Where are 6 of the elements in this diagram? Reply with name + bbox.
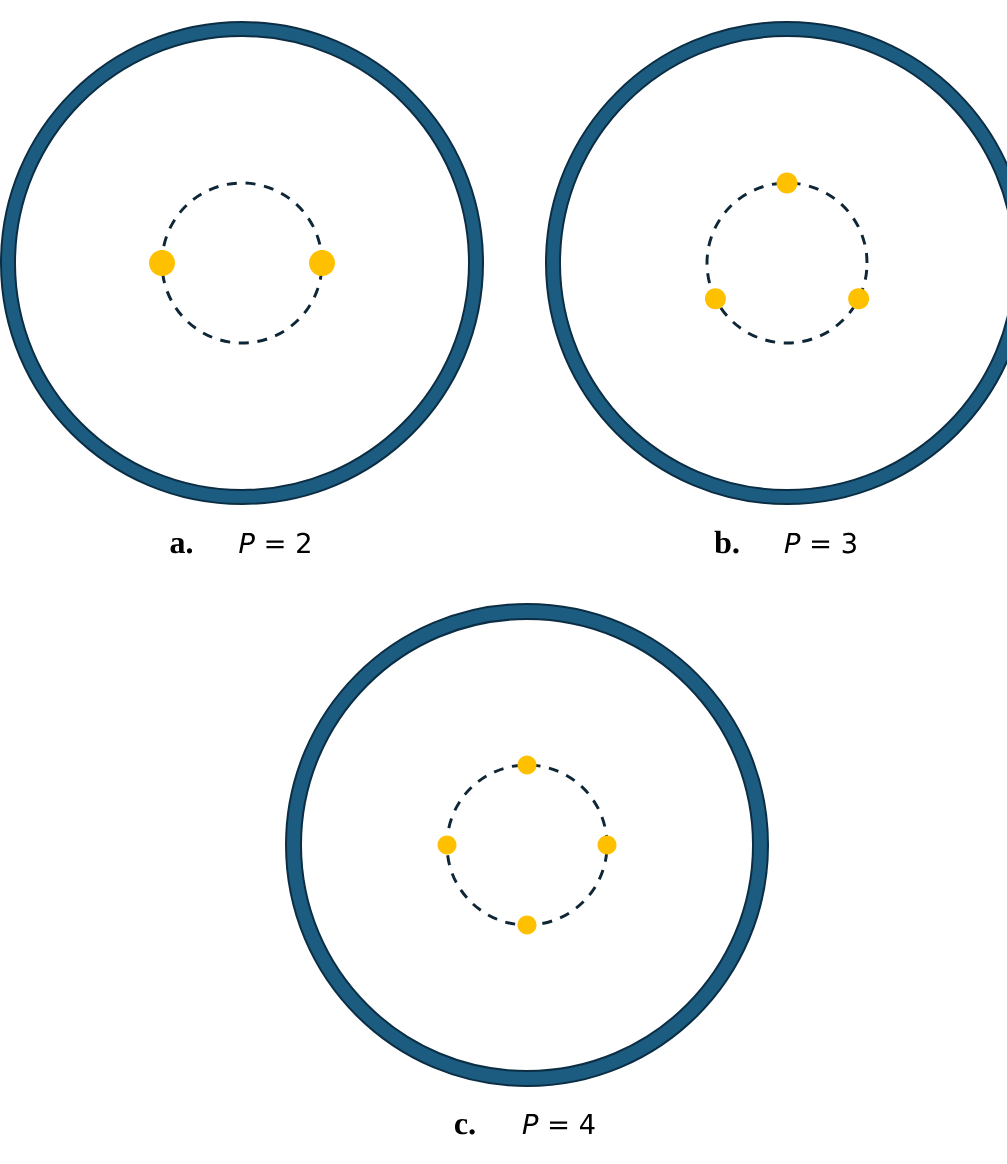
panel-label: c.	[455, 1118, 475, 1135]
panel-label: a.	[170, 538, 193, 554]
formula: P = 4	[522, 1114, 595, 1134]
panel-label: b.	[714, 530, 739, 554]
formula: P = 3	[784, 532, 856, 554]
formula: P = 2	[239, 532, 310, 553]
